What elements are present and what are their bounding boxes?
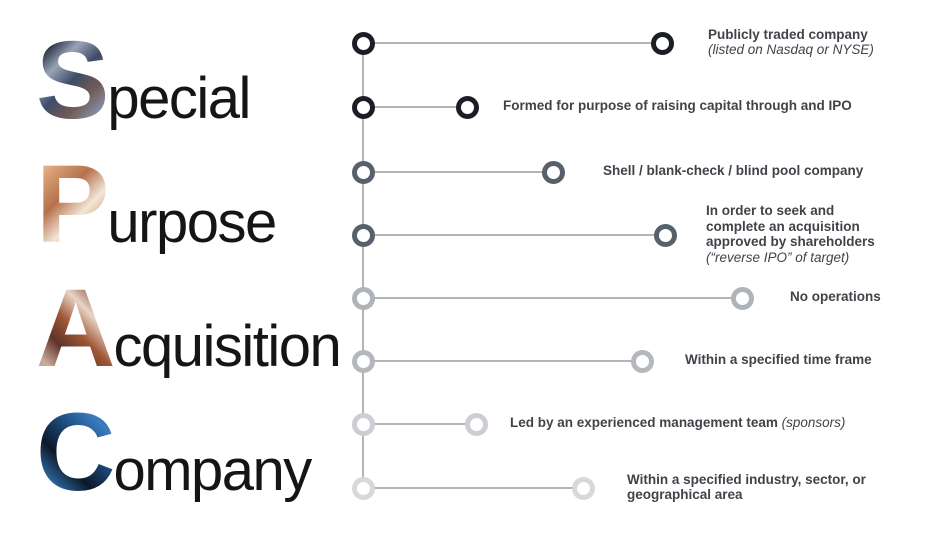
acronym-rest-special: pecial xyxy=(107,66,251,131)
timeline-text-segment: Led by an experienced management team xyxy=(510,415,782,431)
timeline-connector-line xyxy=(363,360,642,362)
timeline-connector-line xyxy=(363,171,553,173)
timeline-connector-line xyxy=(363,423,476,425)
timeline-connector-line xyxy=(363,487,583,489)
timeline-end-node-icon xyxy=(650,31,674,55)
timeline-end-node-icon xyxy=(730,286,754,310)
timeline-row-text: Within a specified time frame xyxy=(685,352,872,368)
acronym-initial-a: A xyxy=(36,267,115,390)
timeline-row-text: No operations xyxy=(790,289,881,305)
timeline-text-segment: Within a specified industry, sector, or xyxy=(627,471,866,487)
timeline-row-text: Shell / blank-check / blind pool company xyxy=(603,163,863,179)
acronym-initial-s: S xyxy=(36,19,109,142)
timeline-text-segment: geographical area xyxy=(627,487,743,502)
acronym-rest-acquisition: cquisition xyxy=(113,314,341,379)
timeline-end-node-icon xyxy=(455,95,479,119)
timeline-text-segment: approved by shareholders xyxy=(706,234,875,249)
timeline-start-node-icon xyxy=(351,412,375,436)
timeline-start-node-icon xyxy=(351,223,375,247)
timeline-row-text: Led by an experienced management team (s… xyxy=(510,415,845,431)
timeline-connector-line xyxy=(363,106,467,108)
timeline-row-text: Formed for purpose of raising capital th… xyxy=(503,98,852,114)
timeline-end-node-icon xyxy=(653,223,677,247)
timeline-connector-line xyxy=(363,234,665,236)
timeline-end-node-icon xyxy=(541,160,565,184)
timeline-text-segment: No operations xyxy=(790,289,881,305)
timeline-start-node-icon xyxy=(351,476,375,500)
timeline-text-segment: (sponsors) xyxy=(781,415,846,431)
timeline-row-text: Publicly traded company(listed on Nasdaq… xyxy=(708,27,874,58)
timeline-text-segment: complete an acquisition xyxy=(706,218,860,234)
timeline-start-node-icon xyxy=(351,95,375,119)
timeline-end-node-icon xyxy=(464,412,488,436)
timeline-text-segment: (“reverse IPO” of target) xyxy=(706,249,850,265)
timeline-start-node-icon xyxy=(351,160,375,184)
acronym-initial-c: C xyxy=(36,391,115,514)
timeline-start-node-icon xyxy=(351,286,375,310)
timeline-connector-line xyxy=(363,42,662,44)
timeline-end-node-icon xyxy=(630,349,654,373)
timeline-end-node-icon xyxy=(571,476,595,500)
timeline-text-segment: Formed for purpose of raising capital th… xyxy=(503,98,852,114)
timeline-text-segment: (listed on Nasdaq or NYSE) xyxy=(708,42,874,57)
timeline-text-segment: Publicly traded company xyxy=(708,26,868,42)
acronym-rest-purpose: urpose xyxy=(107,190,277,255)
timeline-start-node-icon xyxy=(351,349,375,373)
acronym-rest-company: ompany xyxy=(113,438,312,503)
timeline-spine xyxy=(362,43,364,488)
acronym-initial-p: P xyxy=(36,143,109,266)
timeline-text-segment: Shell / blank-check / blind pool company xyxy=(603,163,864,179)
timeline-start-node-icon xyxy=(351,31,375,55)
timeline-text-segment: Within a specified time frame xyxy=(685,352,872,368)
timeline-text-segment: In order to seek and xyxy=(706,203,835,218)
timeline-connector-line xyxy=(363,297,742,299)
